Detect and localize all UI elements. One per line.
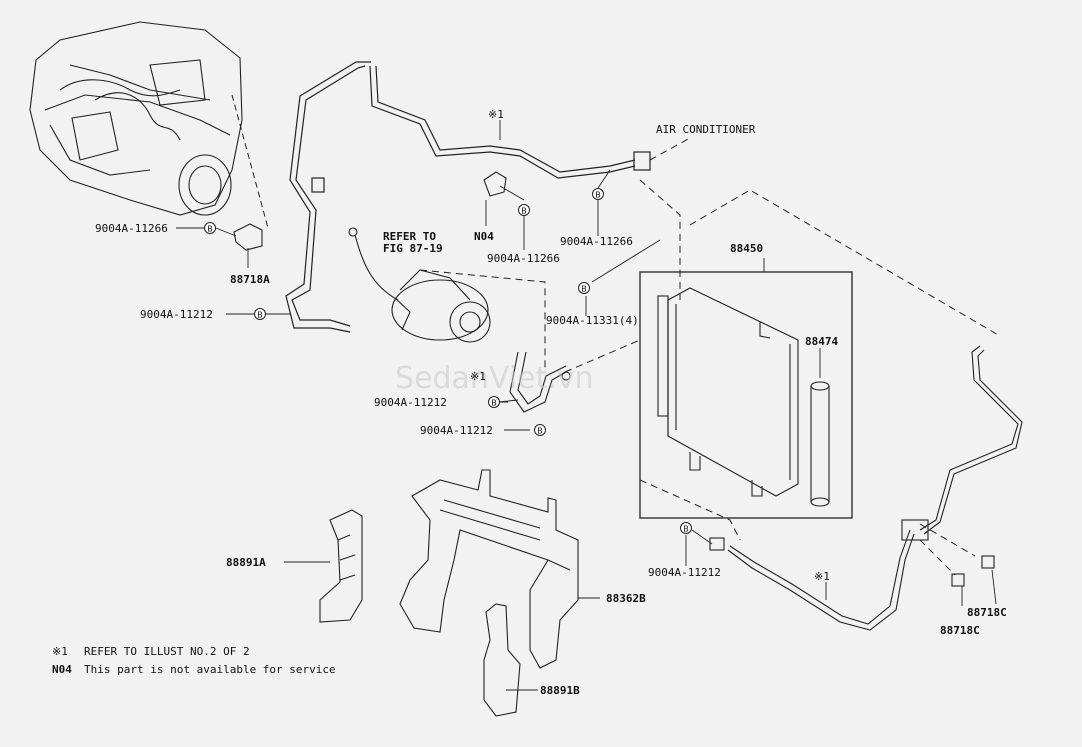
label-88362b: 88362B	[606, 592, 646, 605]
condenser-frame	[639, 271, 853, 519]
leader-lines	[176, 120, 997, 691]
label-88718c-a: 88718C	[967, 606, 1007, 619]
note2-text: This part is not available for service	[84, 663, 336, 676]
label-n04: N04	[474, 230, 494, 243]
support-88362b	[399, 469, 579, 669]
bolt-marker	[488, 396, 500, 408]
label-88718c-b: 88718C	[940, 624, 980, 637]
note2-mark: N04	[52, 663, 72, 676]
label-9004a-11331: 9004A-11331(4)	[546, 314, 639, 327]
label-9004a-11212-low: 9004A-11212	[420, 424, 493, 437]
clamp-88718a	[233, 223, 263, 251]
bolt-marker	[534, 424, 546, 436]
leader-vehicle-to-part	[231, 94, 269, 229]
vehicle-front-illustration	[29, 21, 243, 216]
label-88474: 88474	[805, 335, 838, 348]
note1-mark: ※1	[52, 645, 68, 658]
bolt-marker	[592, 188, 604, 200]
watermark: SedanViet.vn	[395, 361, 594, 396]
bolt-marker	[680, 522, 692, 534]
label-9004a-11212-left: 9004A-11212	[140, 308, 213, 321]
label-ref1-mid: ※1	[470, 370, 486, 383]
label-refer-line1: REFER TO	[383, 230, 436, 243]
bolt-marker	[254, 308, 266, 320]
bracket-88891a	[319, 509, 363, 623]
suction-hose	[285, 61, 651, 333]
bolt-marker	[578, 282, 590, 294]
label-88450: 88450	[730, 242, 763, 255]
label-88718a: 88718A	[230, 273, 270, 286]
label-9004a-11266-right: 9004A-11266	[560, 235, 633, 248]
label-88891a: 88891A	[226, 556, 266, 569]
label-air-conditioner: AIR CONDITIONER	[656, 123, 756, 136]
label-9004a-11212-mid: 9004A-11212	[374, 396, 447, 409]
label-ref1-bottom: ※1	[814, 570, 830, 583]
condenser	[657, 287, 799, 497]
label-9004a-11266-mid: 9004A-11266	[487, 252, 560, 265]
label-ref1-top: ※1	[488, 108, 504, 121]
label-9004a-11212-right: 9004A-11212	[648, 566, 721, 579]
label-88891b: 88891B	[540, 684, 580, 697]
liquid-pipe	[709, 345, 1023, 631]
compressor	[348, 227, 491, 343]
note1-text: REFER TO ILLUST NO.2 OF 2	[84, 645, 250, 658]
receiver-dryer	[810, 381, 830, 507]
label-9004a-11266-left: 9004A-11266	[95, 222, 168, 235]
bracket-88891b	[483, 603, 521, 717]
part-n04	[483, 171, 507, 197]
bolt-marker	[518, 204, 530, 216]
label-refer-line2: FIG 87-19	[383, 242, 443, 255]
bolt-marker	[204, 222, 216, 234]
clips-88718c	[951, 555, 995, 587]
dashed-leaders	[419, 137, 1001, 576]
